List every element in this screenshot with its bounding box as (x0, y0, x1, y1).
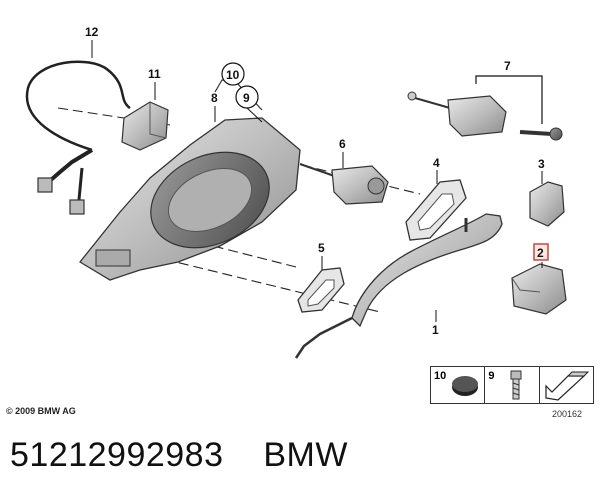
callout-labels: 12 11 10 9 8 7 6 4 3 2 5 1 (85, 25, 549, 337)
part-8-carrier (79, 79, 301, 281)
callout-8: 8 (211, 91, 218, 105)
legend-box: 10 9 (430, 366, 594, 404)
part-12-cable (25, 60, 131, 215)
part-11-bracket (121, 101, 169, 151)
callout-10-circle (221, 62, 245, 86)
copyright-text: © 2009 BMW AG (6, 406, 76, 416)
callout-9: 9 (243, 91, 250, 105)
brand-name: BMW (263, 436, 348, 474)
callout-6: 6 (339, 137, 346, 151)
legend-cell-screw: 9 (485, 367, 540, 403)
callout-10: 10 (226, 68, 240, 82)
part-2-cover-cap (511, 263, 567, 315)
callout-7: 7 (504, 59, 511, 73)
callout-3: 3 (538, 157, 545, 171)
leader-lines (91, 40, 543, 322)
part-3-cap (529, 181, 565, 227)
part-number: 51212992983 (10, 436, 224, 474)
legend-label-10: 10 (434, 370, 447, 382)
callout-1: 1 (432, 323, 439, 337)
part-5-gasket (297, 267, 345, 313)
arrow-icon (545, 371, 589, 401)
part-1-door-handle (294, 213, 503, 359)
legend-cell-plug: 10 (431, 367, 486, 403)
part-6-lock-cylinder (299, 163, 389, 205)
callout-2-highlight-box (533, 243, 549, 261)
callout-11: 11 (148, 67, 161, 81)
part-7-lock-parts (407, 75, 563, 141)
callout-12: 12 (85, 25, 99, 39)
exploded-parts-diagram: 12 11 10 9 8 7 6 4 3 2 5 1 (25, 25, 567, 359)
screw-icon (510, 370, 522, 400)
footer-caption: 51212992983 BMW (10, 436, 348, 475)
legend-cell-arrow (540, 367, 593, 403)
part-4-gasket (405, 179, 467, 241)
plug-icon (452, 376, 478, 396)
callout-9-circle (235, 85, 259, 109)
drawing-number: 200162 (552, 409, 583, 419)
legend-label-9: 9 (488, 370, 495, 382)
callout-2: 2 (537, 246, 544, 260)
callout-4: 4 (433, 156, 440, 170)
callout-5: 5 (318, 241, 325, 255)
